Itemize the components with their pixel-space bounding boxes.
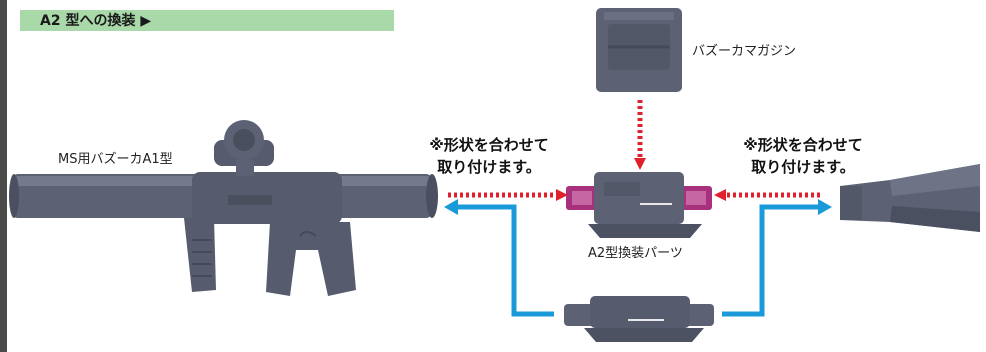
right-note-line2: 取り付けます。 xyxy=(751,158,855,176)
parts-label: A2型換装パーツ xyxy=(588,246,683,261)
assembled-part-illustration xyxy=(564,296,714,342)
magazine-label: バズーカマガジン xyxy=(692,44,797,59)
section-header-title: A2 型への換装 ▶ xyxy=(40,13,152,29)
left-blue-arrow xyxy=(458,204,554,317)
bazooka-a1-illustration xyxy=(9,120,438,296)
section-header-band xyxy=(20,10,394,31)
left-edge-bar xyxy=(0,0,7,352)
left-note-line1: ※形状を合わせて xyxy=(429,136,549,154)
left-note: ※形状を合わせて 取り付けます。 xyxy=(418,134,560,178)
bazooka-magazine-illustration xyxy=(596,8,682,92)
bazooka-label: MS用バズーカA1型 xyxy=(58,152,173,167)
muzzle-attachment-illustration xyxy=(840,164,980,232)
right-note-line1: ※形状を合わせて xyxy=(743,136,863,154)
right-blue-arrow xyxy=(722,204,820,317)
a2-conversion-part-illustration xyxy=(566,172,712,238)
right-note: ※形状を合わせて 取り付けます。 xyxy=(732,134,874,178)
left-note-line2: 取り付けます。 xyxy=(437,158,541,176)
